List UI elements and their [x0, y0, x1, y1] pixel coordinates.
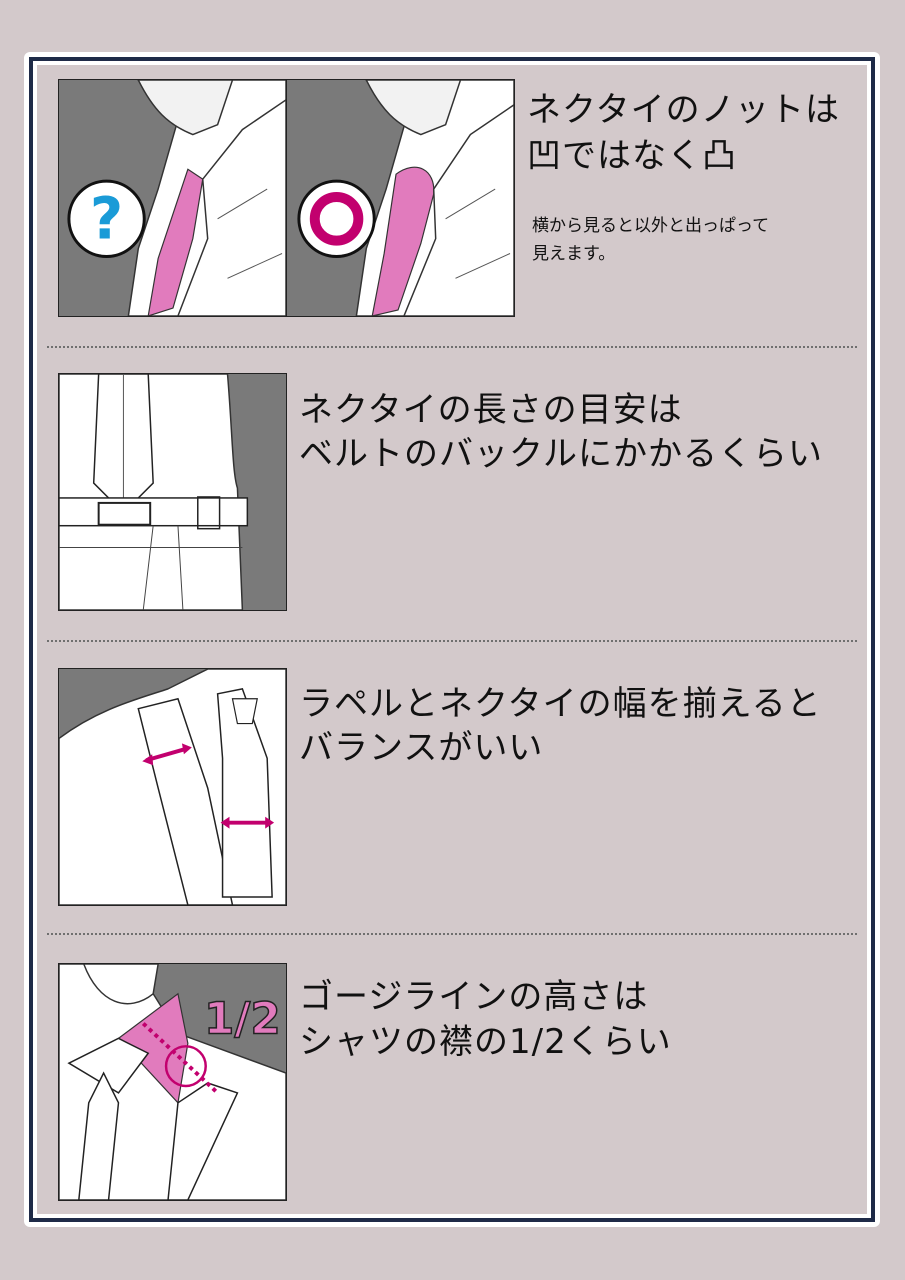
- knot-illustration-good: [287, 80, 514, 316]
- section-3-heading-line-2: バランスがいい: [299, 728, 544, 768]
- section-2-heading-line-1: ネクタイの長さの目安は: [299, 390, 683, 430]
- section-1-note-line-2: 見えます。: [532, 244, 616, 264]
- section-4-heading-line-1: ゴージラインの高さは: [299, 977, 649, 1017]
- lapel-tie-width-illustration: [59, 669, 286, 905]
- section-divider-2: [47, 640, 857, 642]
- section-1-heading-line-1: ネクタイのノットは: [527, 90, 840, 130]
- gorge-line-panel: 1/2: [58, 963, 287, 1201]
- section-1-heading-line-2: 凹ではなく凸: [527, 136, 737, 176]
- section-1-note-line-1: 横から見ると以外と出っぱって: [532, 216, 770, 236]
- section-divider-1: [47, 346, 857, 348]
- knot-illustration-bad: ?: [59, 80, 286, 316]
- section-divider-3: [47, 933, 857, 935]
- tie-length-panel: [58, 373, 287, 611]
- tie-length-illustration: [59, 374, 286, 610]
- section-3-heading-line-1: ラペルとネクタイの幅を揃えると: [299, 684, 822, 724]
- circle-mark-icon: [309, 192, 364, 246]
- lapel-tie-width-panel: [58, 668, 287, 906]
- knot-side-view-good-panel: [286, 79, 515, 317]
- fraction-label: 1/2: [204, 994, 281, 1044]
- question-mark-icon: ?: [90, 186, 123, 253]
- knot-side-view-bad-panel: ?: [58, 79, 287, 317]
- gorge-line-illustration: 1/2: [59, 964, 286, 1200]
- section-2-heading-line-2: ベルトのバックルにかかるくらい: [299, 434, 823, 474]
- section-4-heading-line-2: シャツの襟の1/2くらい: [299, 1022, 672, 1062]
